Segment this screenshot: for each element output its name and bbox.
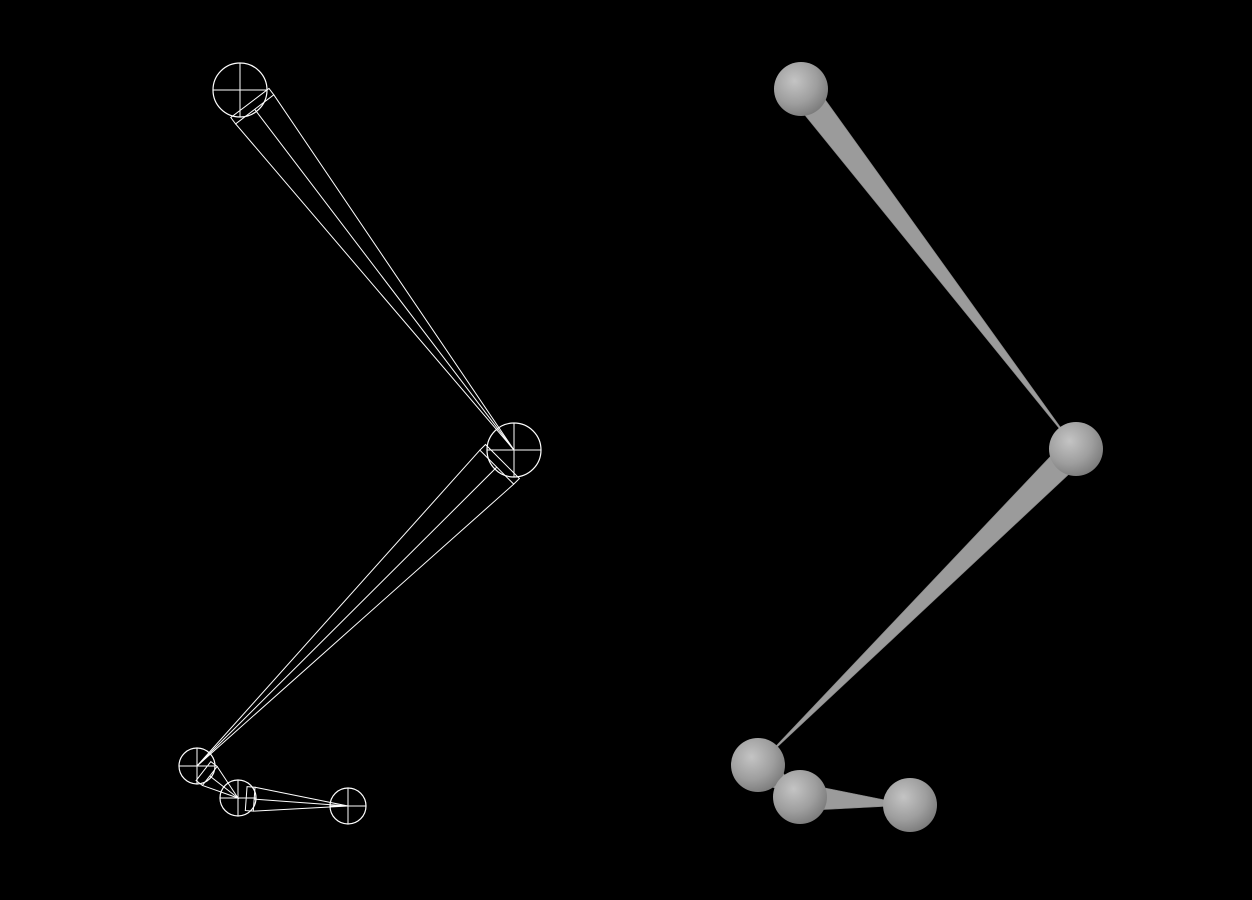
wire-joint-toe[interactable] <box>329 787 367 825</box>
wire-bone-ankle-to-ball[interactable] <box>195 760 240 799</box>
wire-bone-hip-to-knee[interactable] <box>230 87 515 451</box>
shaded-skeleton[interactable] <box>731 62 1103 832</box>
shaded-joint-ankle[interactable] <box>731 738 785 792</box>
shaded-bone-knee-to-ankle[interactable] <box>757 449 1076 766</box>
shaded-bone-hip-to-knee[interactable] <box>799 92 1077 450</box>
wire-joint-ball[interactable] <box>219 779 257 817</box>
wireframe-skeleton[interactable] <box>178 62 542 825</box>
shaded-joint-hip[interactable] <box>774 62 828 116</box>
shaded-joint-ball[interactable] <box>773 770 827 824</box>
shaded-joint-knee[interactable] <box>1049 422 1103 476</box>
wire-bone-knee-to-ankle[interactable] <box>196 443 521 767</box>
shaded-joint-toe[interactable] <box>883 778 937 832</box>
wire-joint-knee[interactable] <box>486 422 542 478</box>
wire-joint-ankle[interactable] <box>178 747 216 785</box>
wire-joint-hip[interactable] <box>212 62 268 118</box>
wire-bone-ball-to-toe[interactable] <box>244 786 349 812</box>
